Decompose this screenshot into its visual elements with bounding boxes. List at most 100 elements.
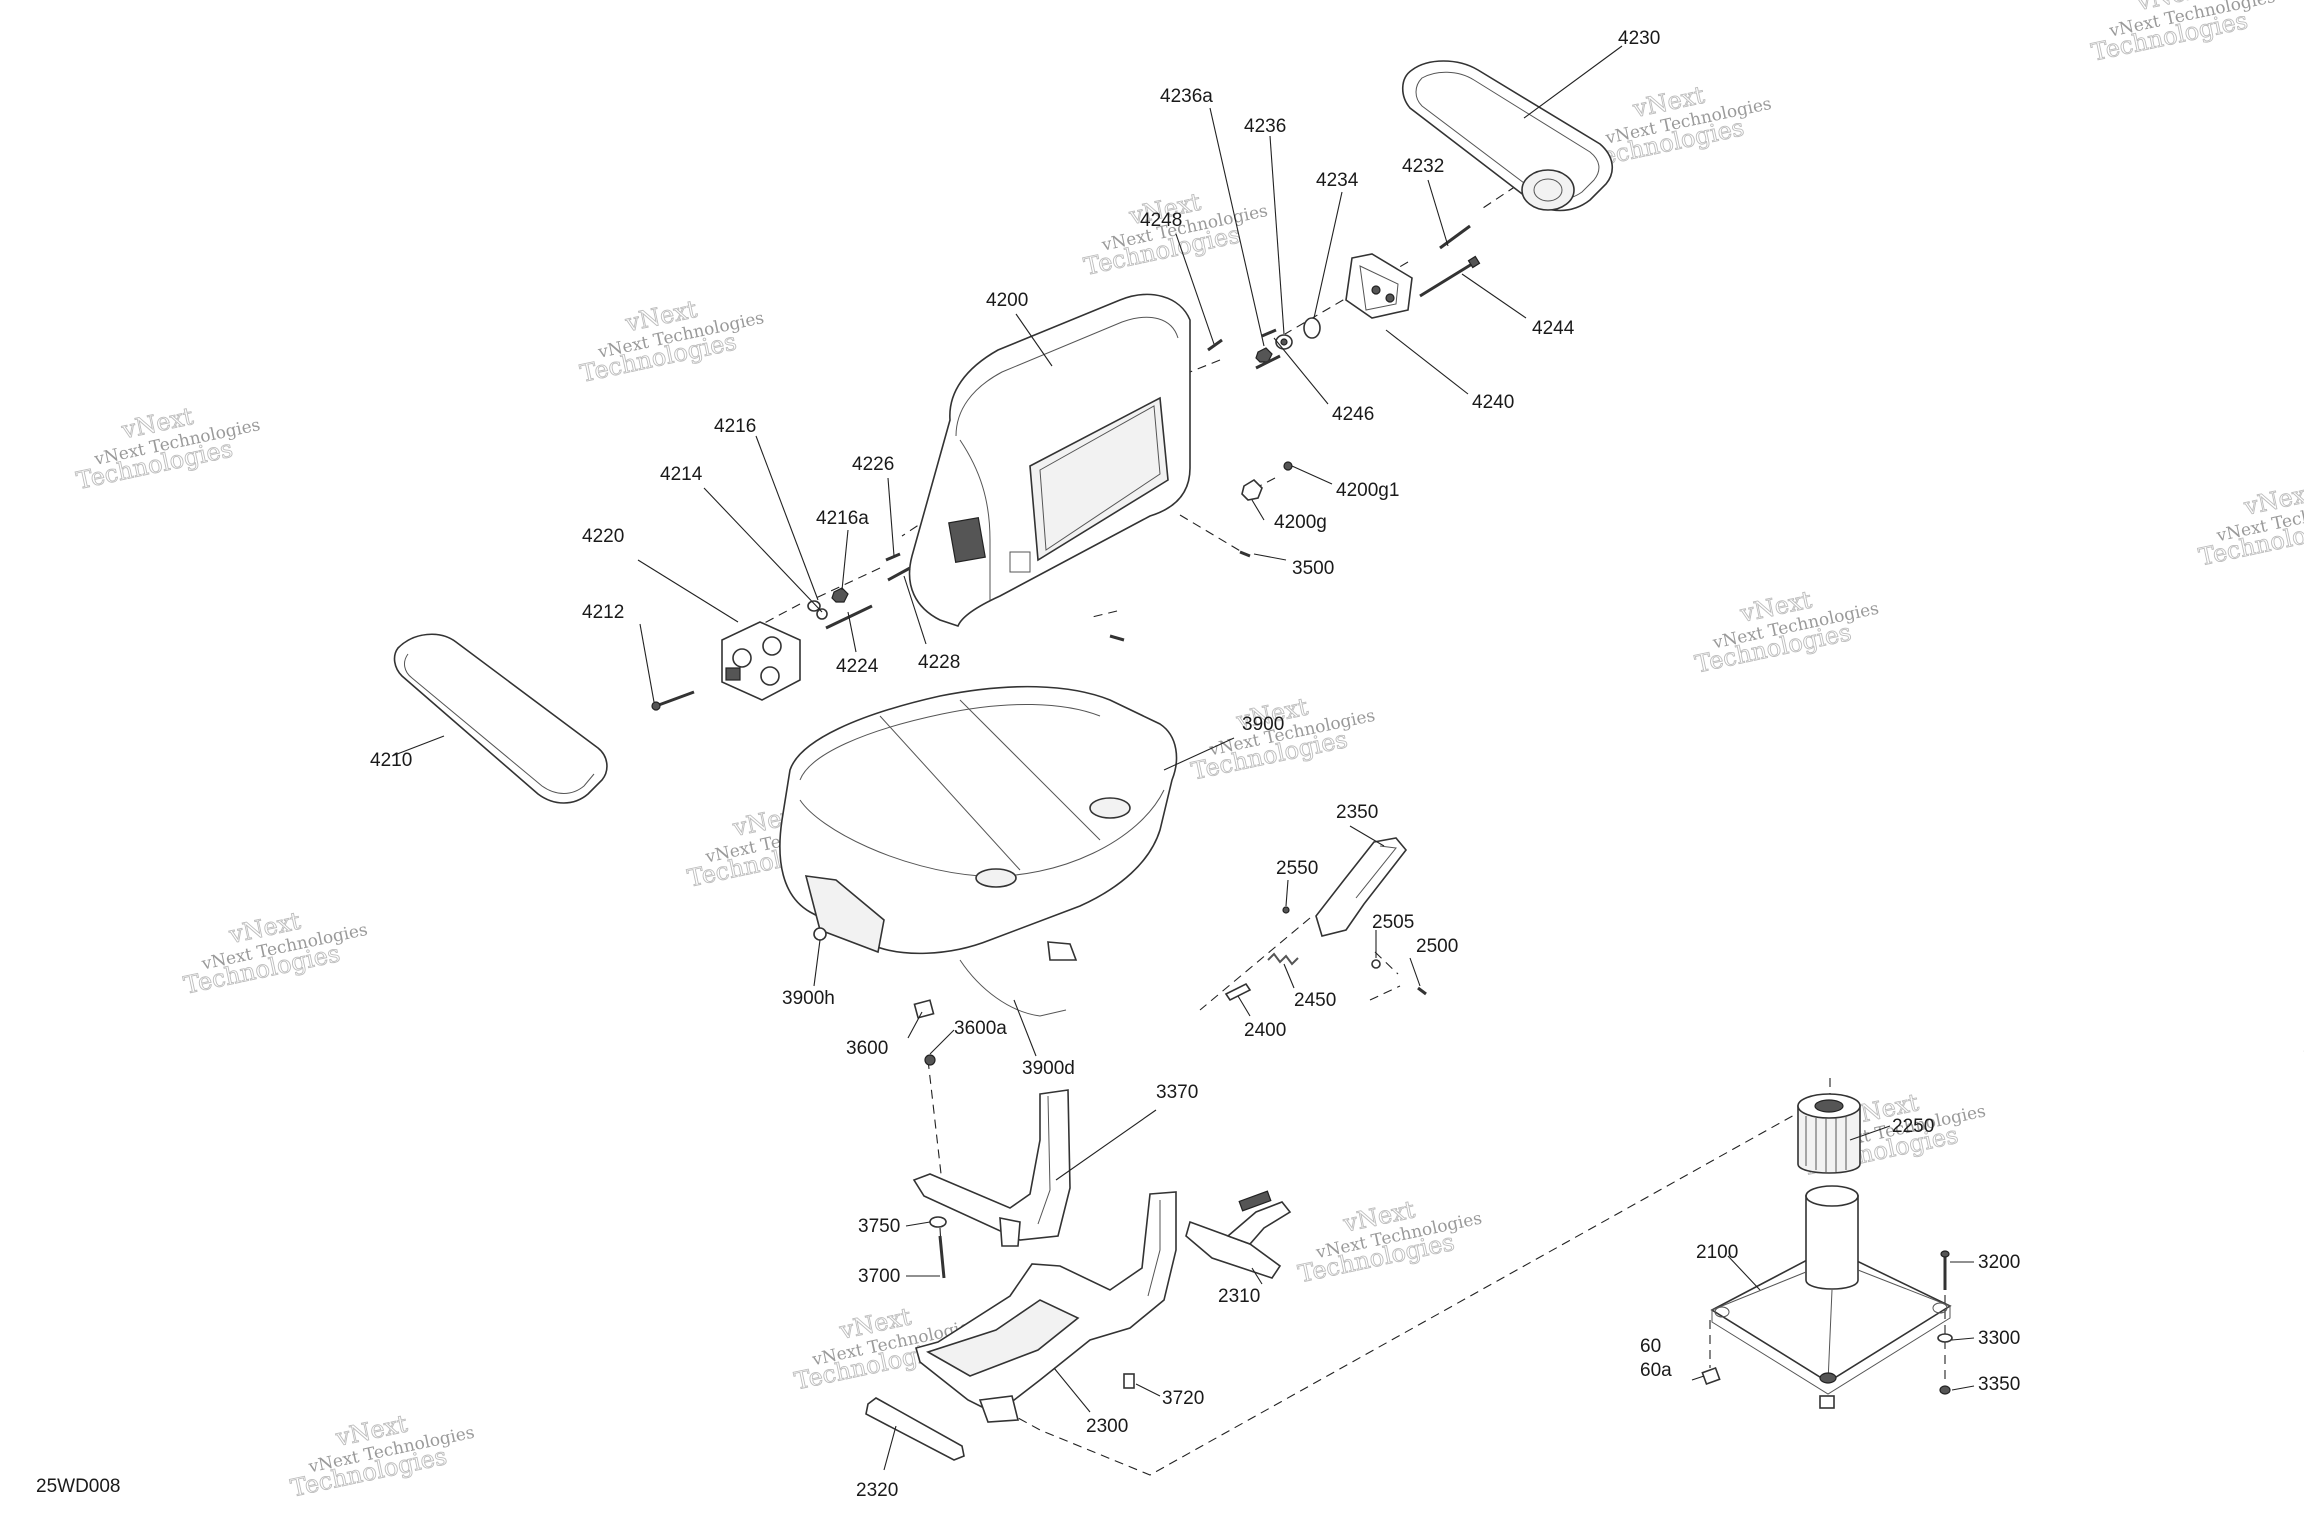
callout-2450: 2450 [1294,990,1336,1011]
diagram-code: 25WD008 [36,1476,121,1497]
callout-2250: 2250 [1892,1116,1934,1137]
watermark-r3-c3: vNext Technologies vNext Technologies [1295,1195,1484,1289]
callout-3720: 3720 [1162,1388,1204,1409]
watermark-r2-c5: vNext Technologies vNext Technologies [2196,478,2304,572]
part-3700-bolt [938,1235,946,1279]
part-4200g-nut [1241,478,1263,501]
part-4240-bracket-right [1345,253,1413,319]
watermark-r2-c1: vNext Technologies vNext Technologies [181,906,370,1000]
part-4246-bolt [1255,328,1281,370]
part-2500-screw [1417,986,1427,996]
callout-4236: 4236 [1244,116,1286,137]
part-3350-nut [1939,1385,1951,1395]
callout-4210: 4210 [370,750,412,771]
part-4228-bolt [887,566,911,582]
callout-4220: 4220 [582,526,624,547]
watermark-r3-c1: vNext Technologies vNext Technologies [288,1409,477,1503]
callout-2400: 2400 [1244,1020,1286,1041]
part-4248-bolt [1207,338,1223,352]
watermark-r2-c4: vNext Technologies vNext Technologies [1692,585,1881,679]
watermark-r1-c5: vNext Technologies vNext Technologies [2089,0,2278,67]
callout-4248: 4248 [1140,210,1182,231]
part-2300-seat-base [915,1191,1177,1423]
part-60-nut [1701,1366,1721,1386]
callout-3900: 3900 [1242,714,1284,735]
callout-3750: 3750 [858,1216,900,1237]
part-2320-rail-bar [865,1397,965,1461]
callout-3300: 3300 [1978,1328,2020,1349]
part-3900h-plug [813,927,827,941]
callout-60a: 60a [1640,1360,1672,1381]
callout-3900d: 3900d [1022,1058,1075,1079]
part-2550-screw [1282,906,1290,914]
watermark-r1-c2: vNext Technologies vNext Technologies [577,294,766,388]
part-4236-washer [1275,334,1293,350]
part-2250-gas-spring-cover [1797,1093,1861,1174]
callout-3200: 3200 [1978,1252,2020,1273]
part-4216-washer [807,600,821,612]
callout-2350: 2350 [1336,802,1378,823]
part-2400-pin [1224,982,1252,1002]
part-4230-right-armrest [1401,60,1613,212]
callout-2550: 2550 [1276,858,1318,879]
watermark-r1-c1: vNext Technologies vNext Technologies [74,402,263,496]
part-4200g1-washer [1283,461,1293,471]
part-3300-washer [1937,1333,1953,1343]
part-2505-washer [1371,959,1381,969]
part-3600a-nut [924,1054,936,1066]
part-4200-seat-back [908,293,1191,627]
part-3500-screw [1109,550,1251,642]
callout-3370: 3370 [1156,1082,1198,1103]
part-4220-bracket-left [721,621,801,701]
part-3200-bolt [1940,1250,1950,1290]
callout-4230: 4230 [1618,28,1660,49]
callout-2500: 2500 [1416,936,1458,957]
callout-4232: 4232 [1402,156,1444,177]
callout-3600a: 3600a [954,1018,1007,1039]
part-4232-bolt [1439,224,1471,250]
callout-4240: 4240 [1472,392,1514,413]
callout-4200: 4200 [986,290,1028,311]
callout-4224: 4224 [836,656,879,677]
callout-2320: 2320 [856,1480,898,1501]
callout-4244: 4244 [1532,318,1575,339]
part-3370-seat-frame [912,1089,1071,1247]
part-4226-screw [885,552,901,562]
callout-4236a: 4236a [1160,86,1213,107]
part-3750-washer [929,1216,947,1228]
callout-60: 60 [1640,1336,1661,1357]
callout-2310: 2310 [1218,1286,1260,1307]
part-2350-adjuster-lever [1315,837,1408,937]
callout-4214: 4214 [660,464,703,485]
part-4216a-nut [831,587,849,603]
part-2100-swivel-base [1710,1185,1952,1409]
callout-2505: 2505 [1372,912,1414,933]
callout-4228: 4228 [918,652,960,673]
callout-4246: 4246 [1332,404,1374,425]
callout-3500: 3500 [1292,558,1334,579]
part-4234-spacer [1303,317,1321,339]
callout-3900h: 3900h [782,988,835,1009]
part-4212-bolt [651,690,695,711]
part-2310-slide-rail [1185,1190,1292,1279]
part-3900-seat-cushion [779,685,1178,1017]
callout-labels: 4230 4236a 4236 4234 4232 4248 4244 4200… [370,28,2020,1501]
callout-2300: 2300 [1086,1416,1128,1437]
part-4214-washer [816,608,828,620]
leader-lines [391,45,1975,1471]
callout-3600: 3600 [846,1038,888,1059]
watermark-r3-c5: vNext Technologies vNext Technologies [2303,1013,2304,1074]
callout-4226: 4226 [852,454,894,475]
callout-4200g1: 4200g1 [1336,480,1399,501]
callout-4212: 4212 [582,602,624,623]
callout-4216a: 4216a [816,508,869,529]
part-4210-left-armrest [393,633,608,804]
callout-4234: 4234 [1316,170,1359,191]
part-4244-long-bolt [1419,255,1481,298]
part-3720-bolt [1123,1373,1135,1389]
callout-4216: 4216 [714,416,756,437]
callout-2100: 2100 [1696,1242,1738,1263]
part-3600-clip [913,999,935,1019]
callout-4200g: 4200g [1274,512,1327,533]
